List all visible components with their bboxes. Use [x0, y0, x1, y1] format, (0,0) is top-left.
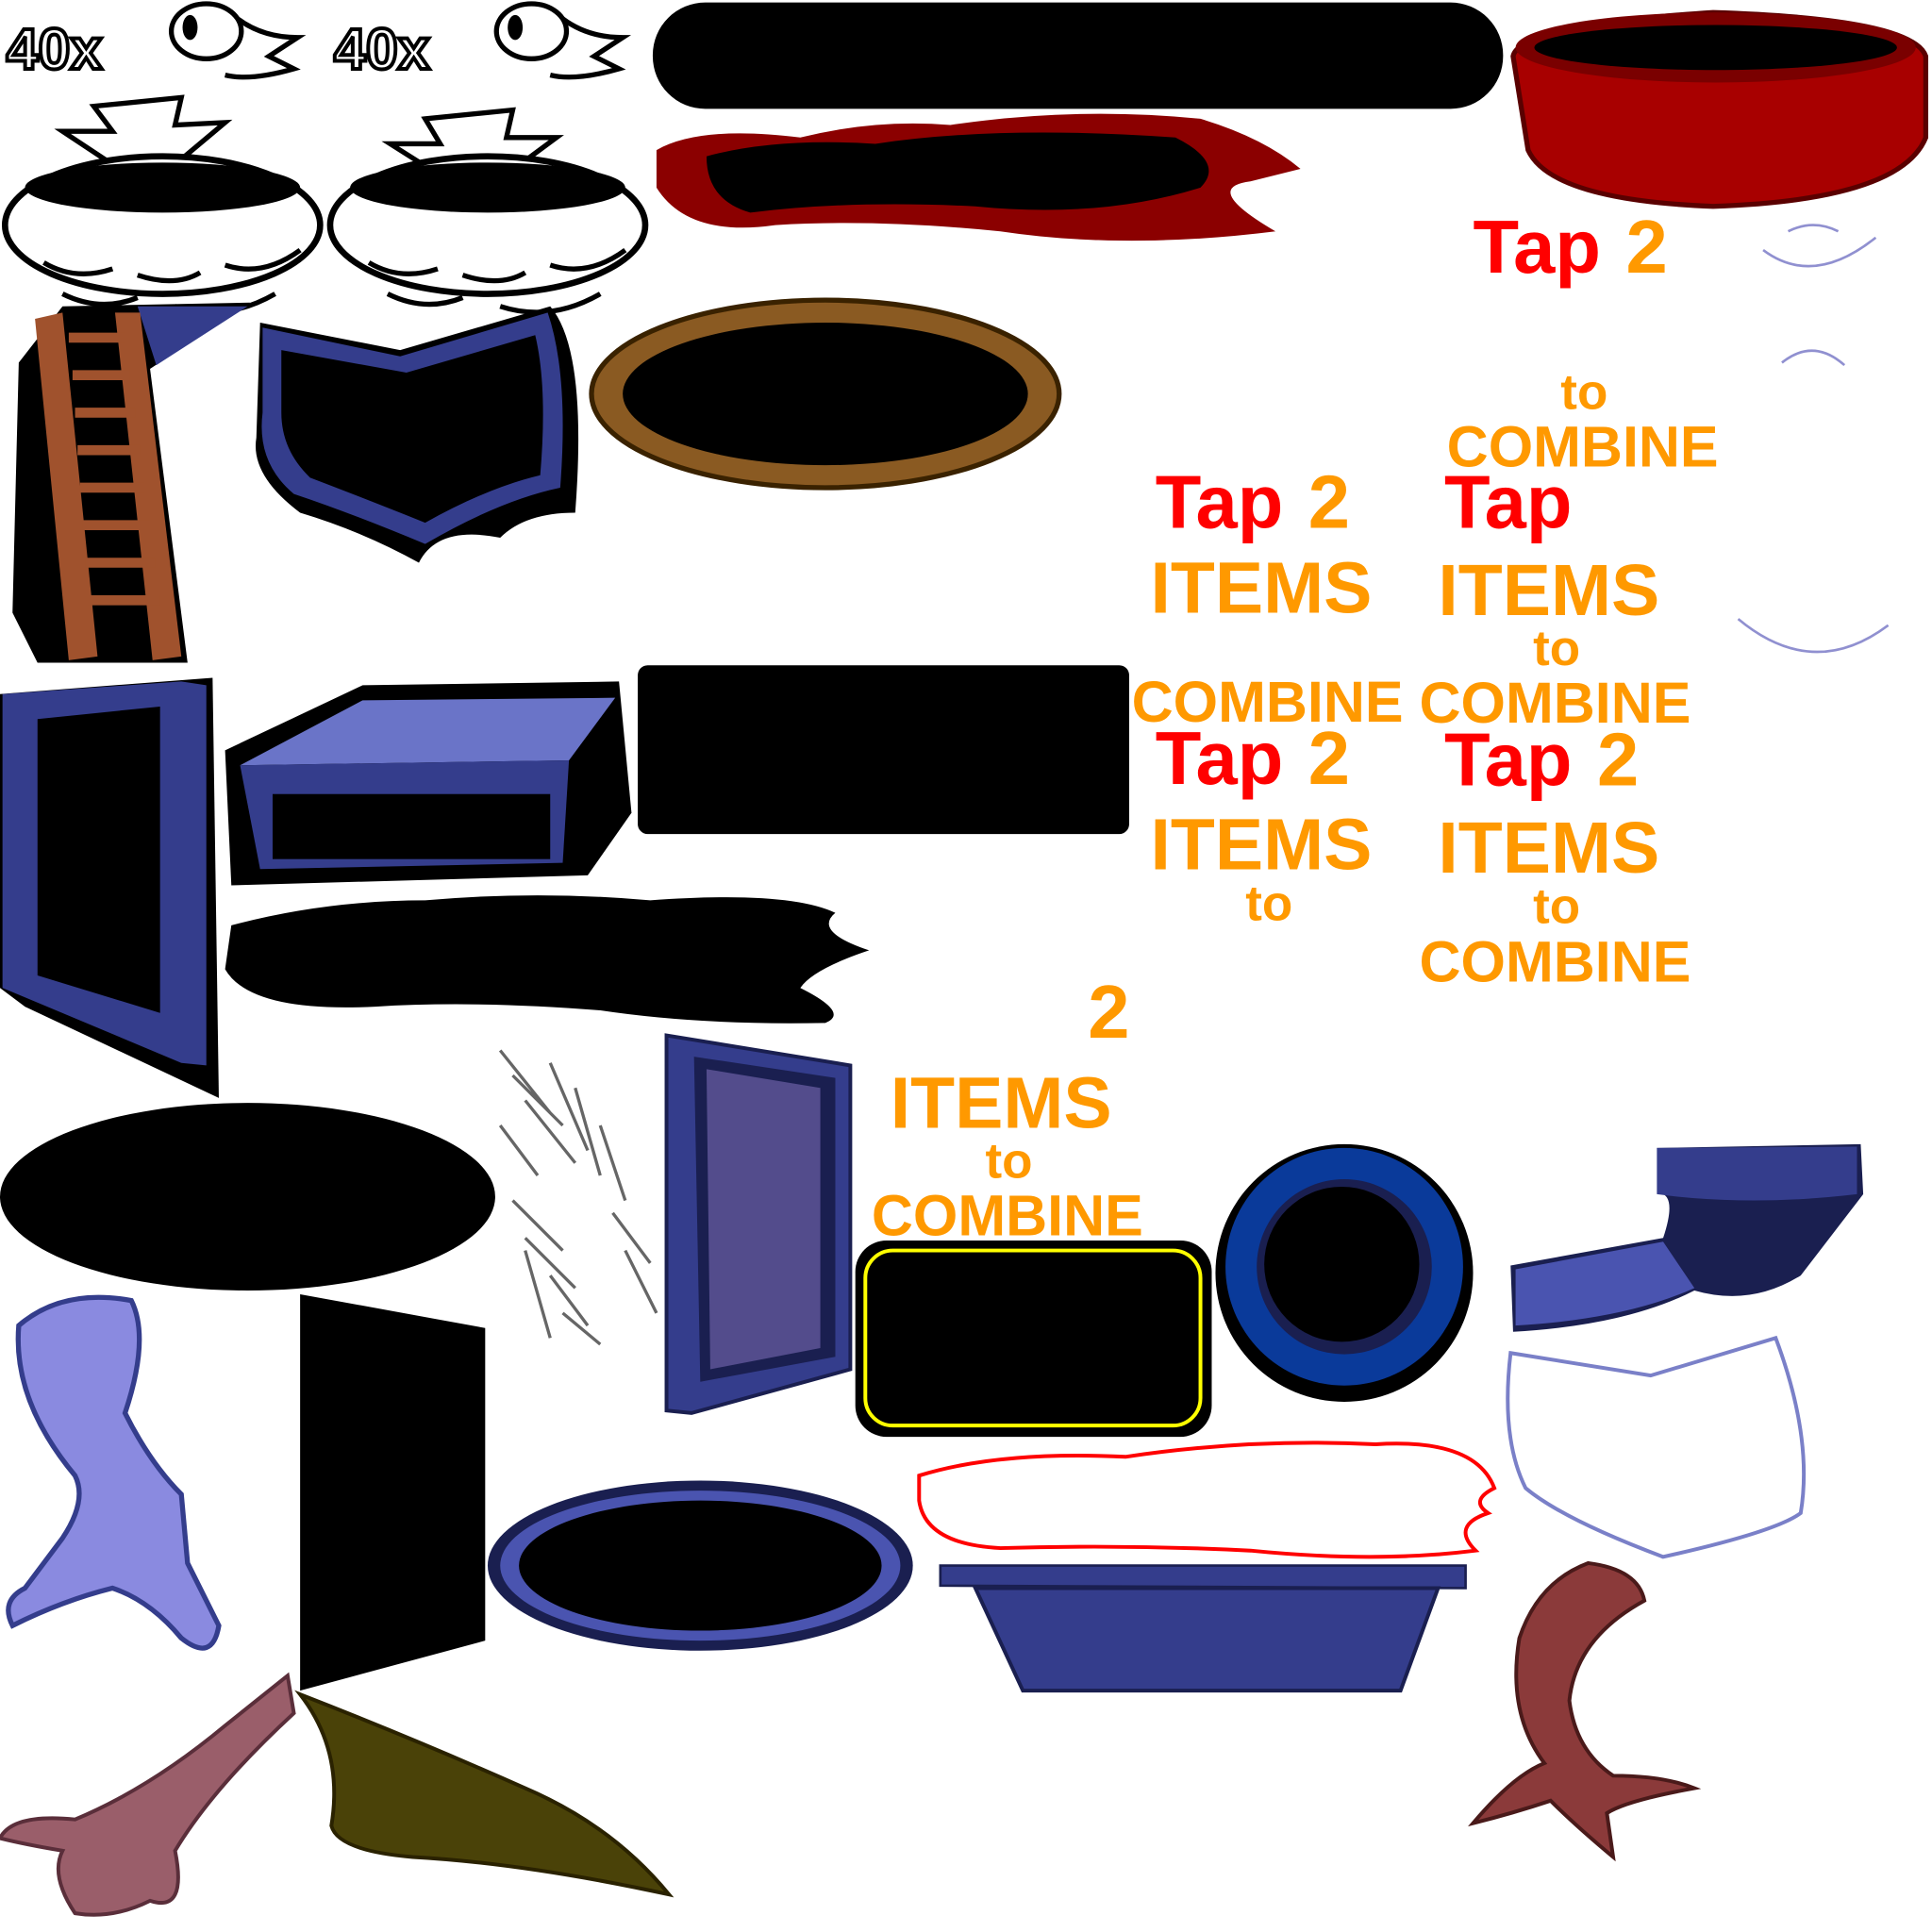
red-pot-sprite	[1510, 9, 1929, 209]
grass-tuft-sprite	[498, 1049, 658, 1346]
to-label: to	[1245, 876, 1292, 932]
black-door-panel	[300, 1293, 486, 1691]
counter-text: 40x	[334, 17, 430, 81]
yellow-outlined-box	[855, 1240, 1212, 1438]
mauve-hand-sprite	[0, 1672, 296, 1917]
faint-arc-sprite	[1762, 224, 1877, 268]
brown-tentacle-sprite	[1468, 1560, 1702, 1862]
combine-label: COMBINE	[1447, 414, 1719, 478]
red-outline-blob	[917, 1441, 1497, 1559]
navy-pipe-elbow	[1510, 1143, 1864, 1332]
items-label: ITEMS	[1151, 804, 1373, 885]
combine-label: COMBINE	[1132, 670, 1404, 734]
counter-badge-2: 40x	[326, 1, 649, 315]
two-label: 2	[1088, 970, 1129, 1054]
black-bar-mask	[652, 2, 1504, 109]
tap-label-3: Tap	[1444, 459, 1572, 543]
black-ellipse-mask	[0, 1103, 495, 1291]
navy-trough-sprite	[939, 1564, 1467, 1693]
navy-door-sprite	[664, 1033, 853, 1415]
to-label: to	[1533, 621, 1580, 676]
ladder-sprite	[12, 302, 251, 663]
black-shadow-blob	[225, 895, 870, 1024]
nest-sprite	[1, 153, 324, 315]
olive-leaf-sprite	[294, 1690, 675, 1898]
counter-badge-1: 40x	[1, 1, 324, 315]
items-label: ITEMS	[1438, 808, 1659, 889]
blue-pipe-ring	[1215, 1143, 1474, 1402]
items-label: ITEMS	[891, 1063, 1112, 1144]
navy-window-frame	[0, 677, 219, 1098]
combine-label: COMBINE	[872, 1184, 1143, 1248]
faint-arc-sprite	[1737, 618, 1890, 654]
nest-sprite	[326, 153, 649, 315]
to-label: to	[986, 1134, 1033, 1190]
combine-label: COMBINE	[1420, 930, 1691, 994]
lavender-creature-sprite	[6, 1294, 222, 1651]
navy-tray-sprite	[225, 681, 632, 886]
fish-icon	[493, 1, 632, 80]
combine-label: COMBINE	[1420, 671, 1691, 735]
navy-oval-frame	[487, 1480, 913, 1651]
white-shield-outline	[1506, 1335, 1807, 1559]
to-label: to	[1560, 364, 1607, 420]
items-label: ITEMS	[1151, 548, 1373, 629]
fish-icon	[168, 1, 307, 80]
faint-arc-sprite	[1781, 349, 1846, 367]
to-label: to	[1533, 878, 1580, 934]
counter-text: 40x	[7, 17, 103, 81]
items-label: ITEMS	[1438, 550, 1659, 631]
black-panel-mask	[638, 665, 1129, 835]
